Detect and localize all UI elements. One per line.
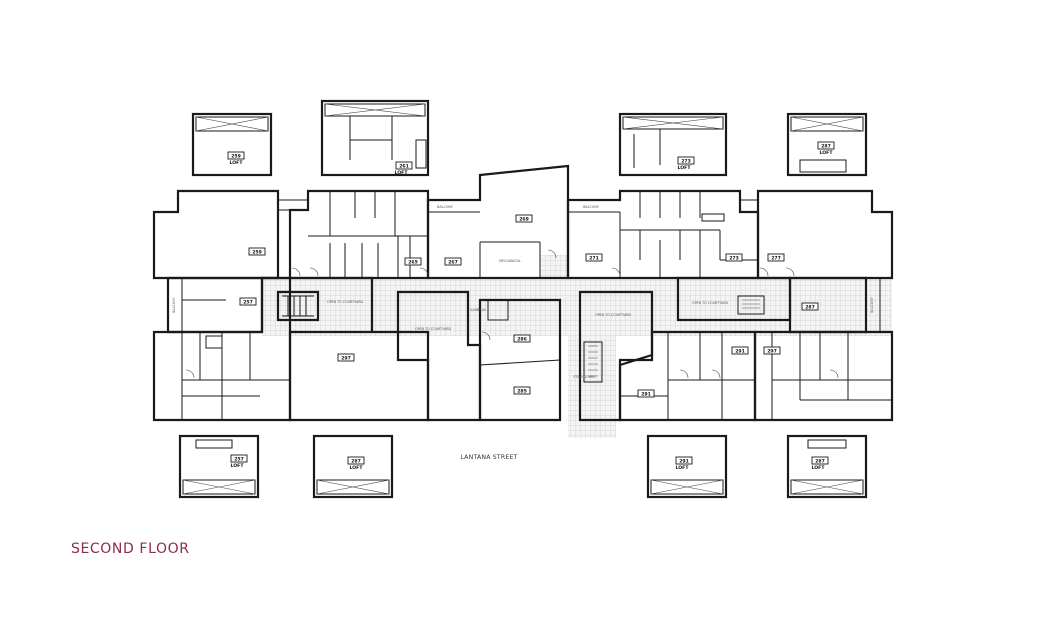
- svg-text:265: 265: [408, 260, 418, 266]
- loft-291: [646, 434, 728, 499]
- svg-text:257: 257: [243, 300, 253, 306]
- svg-text:269: 269: [519, 217, 529, 223]
- svg-text:267: 267: [448, 260, 458, 266]
- svg-text:287: 287: [821, 144, 831, 150]
- unit-tag-287: 287: [801, 302, 819, 311]
- loft-287-bottom-left: [312, 434, 394, 499]
- unit-tag-277: 277: [767, 253, 785, 262]
- unit-tag-271: 271: [585, 253, 603, 262]
- svg-text:287: 287: [815, 459, 825, 465]
- loft-tag-291: 291 LOFT: [676, 456, 693, 471]
- svg-text:291: 291: [679, 459, 689, 465]
- svg-text:271: 271: [589, 256, 599, 262]
- unit-tag-265: 265: [404, 257, 422, 266]
- svg-text:OPEN TO COURTYARD: OPEN TO COURTYARD: [327, 300, 364, 304]
- floor-title: SECOND FLOOR: [71, 541, 190, 557]
- svg-text:291: 291: [735, 349, 745, 355]
- svg-text:LOFT: LOFT: [231, 463, 245, 469]
- svg-text:BALCONY: BALCONY: [172, 296, 176, 313]
- svg-text:BALCONY: BALCONY: [870, 296, 874, 313]
- door-swings: [185, 249, 839, 379]
- unit-tag-286: 286: [513, 334, 531, 343]
- loft-tag-261: 261 LOFT: [395, 161, 413, 176]
- annotations: BALCONY BALCONY BALCONY BALCONY MECHANIC…: [172, 205, 874, 379]
- loft-tag-287-br: 287 LOFT: [812, 456, 829, 471]
- unit-tag-297: 297: [337, 353, 355, 362]
- svg-text:259: 259: [231, 154, 241, 160]
- loft-287-bottom-right: [786, 434, 868, 499]
- loft-287-top: [786, 112, 868, 177]
- unit-tag-257: 257: [239, 297, 257, 306]
- unit-tag-285: 285: [513, 386, 531, 395]
- corridor-grid: [262, 255, 892, 438]
- svg-text:273: 273: [729, 256, 739, 262]
- loft-tag-273: 273 LOFT: [678, 156, 695, 171]
- loft-tag-287-bl: 287 LOFT: [347, 456, 365, 471]
- svg-text:STAIR DOWN: STAIR DOWN: [573, 375, 595, 379]
- svg-text:287: 287: [805, 305, 815, 311]
- svg-text:LOFT: LOFT: [395, 170, 409, 176]
- svg-text:OPEN TO COURTYARD: OPEN TO COURTYARD: [415, 327, 452, 331]
- loft-tag-287-top: 287 LOFT: [817, 141, 835, 156]
- svg-text:LOFT: LOFT: [812, 465, 826, 471]
- svg-text:LOFT: LOFT: [678, 165, 692, 171]
- loft-261: [320, 99, 430, 177]
- loft-259: [191, 112, 273, 177]
- svg-text:273: 273: [681, 159, 691, 165]
- unit-tag-269: 269: [515, 214, 533, 223]
- svg-text:297: 297: [341, 356, 351, 362]
- svg-text:277: 277: [771, 256, 781, 262]
- svg-text:285: 285: [517, 389, 527, 395]
- svg-text:287: 287: [351, 459, 361, 465]
- svg-text:291: 291: [641, 392, 651, 398]
- svg-text:LOFT: LOFT: [230, 160, 244, 166]
- loft-273: [618, 112, 728, 177]
- svg-text:BALCONY: BALCONY: [437, 205, 454, 209]
- unit-tag-291b: 291: [637, 389, 655, 398]
- unit-tags: 259 265 267 269 271 273 277 257 297 287 …: [239, 214, 819, 398]
- main-building: [152, 164, 894, 422]
- svg-text:261: 261: [399, 164, 409, 170]
- unit-tag-259: 259: [248, 247, 266, 256]
- svg-text:286: 286: [517, 337, 527, 343]
- street-label: LANTANA STREET: [460, 454, 517, 461]
- svg-text:259: 259: [252, 250, 262, 256]
- svg-text:LOFT: LOFT: [676, 465, 690, 471]
- loft-257: [178, 434, 260, 499]
- svg-text:LOFT: LOFT: [350, 465, 364, 471]
- svg-text:OPEN TO COURTYARD: OPEN TO COURTYARD: [692, 301, 729, 305]
- svg-text:MECHANICAL: MECHANICAL: [499, 259, 521, 263]
- unit-tag-297b: 297: [763, 346, 781, 355]
- svg-text:GARBAGE: GARBAGE: [470, 308, 486, 312]
- svg-text:OPEN TO COURTYARD: OPEN TO COURTYARD: [595, 313, 632, 317]
- unit-tag-291: 291: [731, 346, 749, 355]
- svg-text:LOFT: LOFT: [820, 150, 834, 156]
- loft-tag-259: 259 LOFT: [227, 151, 245, 166]
- loft-tag-257: 257 LOFT: [231, 454, 248, 469]
- unit-tag-273: 273: [725, 253, 743, 262]
- svg-text:BALCONY: BALCONY: [583, 205, 600, 209]
- svg-text:297: 297: [767, 349, 777, 355]
- svg-text:257: 257: [234, 457, 244, 463]
- unit-tag-267: 267: [444, 257, 462, 266]
